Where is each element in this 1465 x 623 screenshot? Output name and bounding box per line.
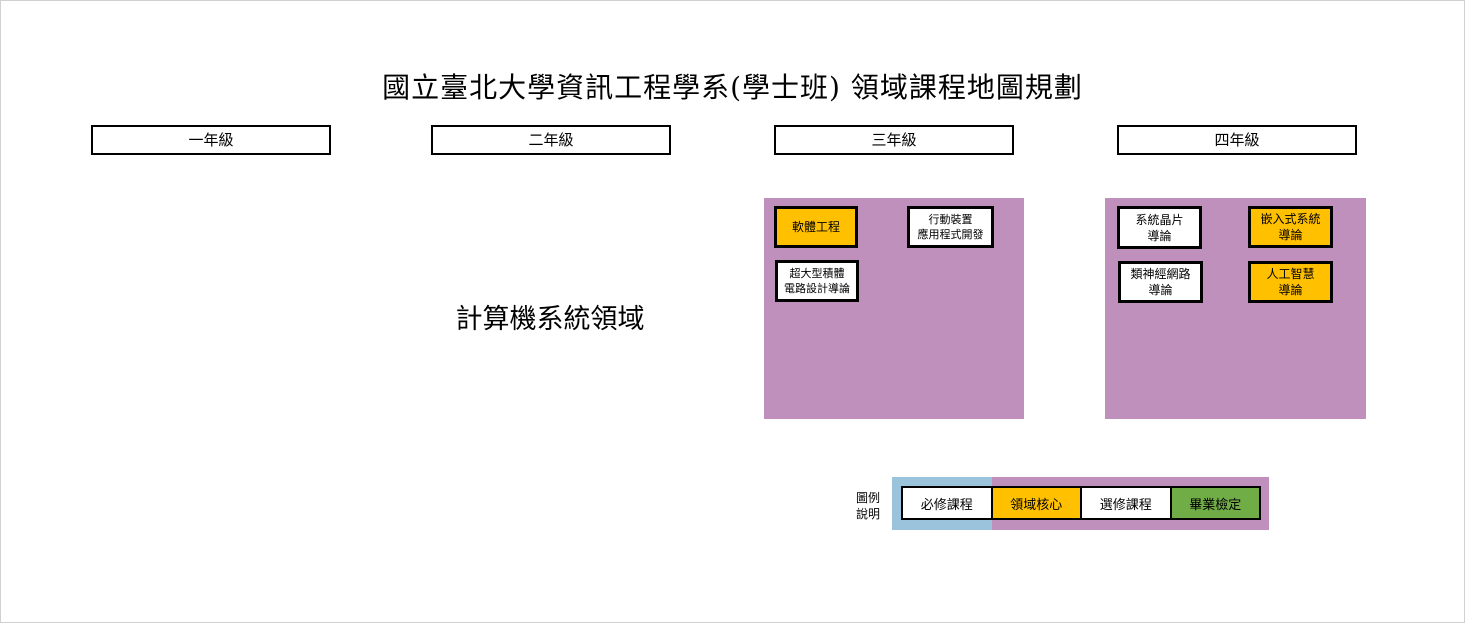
legend-title: 圖例 說明 [855, 491, 880, 521]
course-vlsi-design-intro[interactable]: 超大型積體 電路設計導論 [775, 260, 859, 302]
page-title: 國立臺北大學資訊工程學系(學士班) 領域課程地圖規劃 [382, 71, 1083, 104]
legend-elective-course: 選修課程 [1082, 488, 1172, 518]
year-3-header: 三年級 [774, 125, 1014, 155]
course-embedded-systems-intro[interactable]: 嵌入式系統 導論 [1248, 206, 1333, 248]
course-ai-intro[interactable]: 人工智慧 導論 [1248, 261, 1333, 303]
year-1-header: 一年級 [91, 125, 331, 155]
legend: 必修課程 領域核心 選修課程 畢業檢定 [901, 486, 1261, 520]
legend-required-course: 必修課程 [903, 488, 993, 518]
course-soc-intro[interactable]: 系統晶片 導論 [1117, 206, 1202, 249]
legend-graduation-check: 畢業檢定 [1171, 488, 1259, 518]
course-software-engineering[interactable]: 軟體工程 [774, 206, 858, 248]
year-4-header: 四年級 [1117, 125, 1357, 155]
year-2-header: 二年級 [431, 125, 671, 155]
course-neural-networks-intro[interactable]: 類神經網路 導論 [1118, 261, 1203, 303]
legend-domain-core: 領域核心 [992, 488, 1082, 518]
course-mobile-app-development[interactable]: 行動裝置 應用程式開發 [907, 206, 994, 248]
domain-label: 計算機系統領域 [455, 304, 645, 335]
